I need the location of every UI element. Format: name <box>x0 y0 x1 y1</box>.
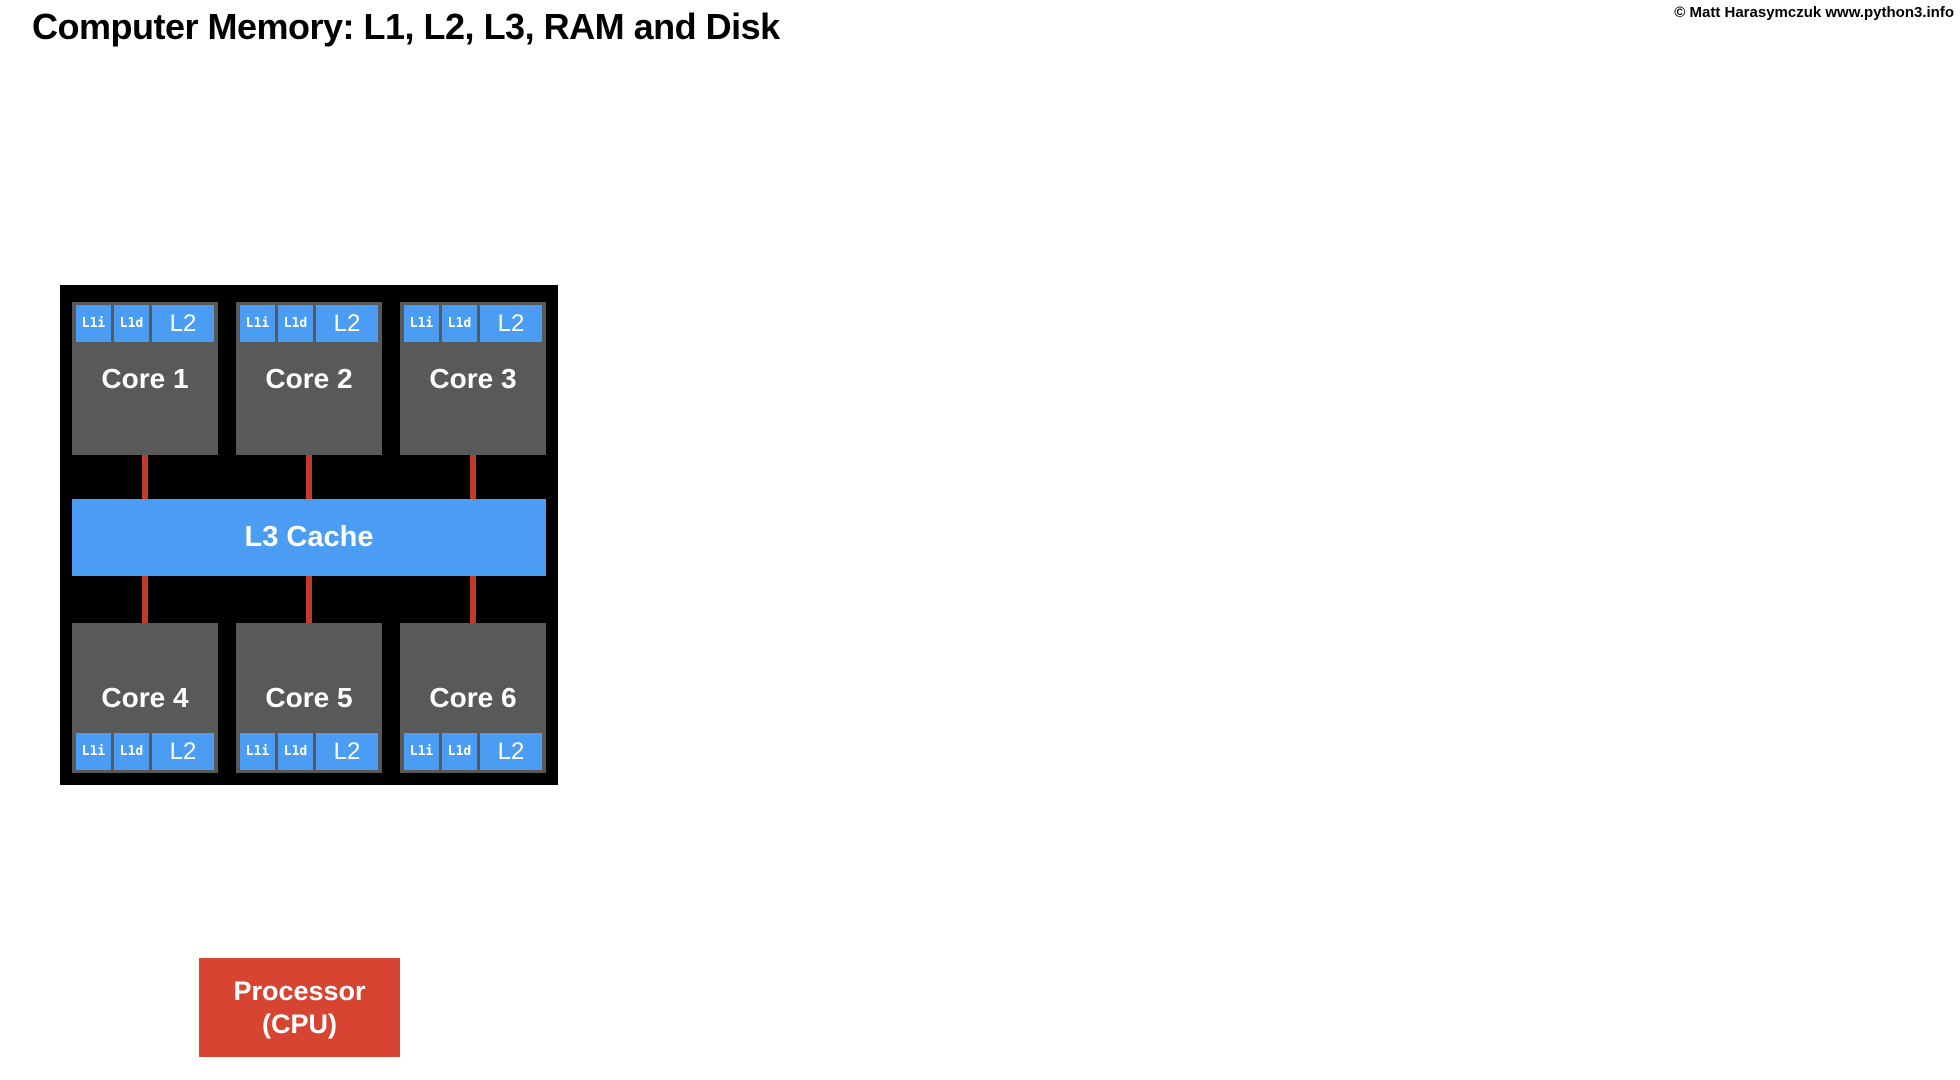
cache-row: L1i L1d L2 <box>404 305 542 342</box>
l1d-cache-box: L1d <box>114 733 149 770</box>
bus-connector-core3-l3 <box>470 447 476 503</box>
copyright-notice: © Matt Harasymczuk www.python3.info <box>1674 4 1954 21</box>
core-box-core-3: Core 3 L1i L1d L2 <box>400 302 546 455</box>
l2-cache-box: L2 <box>316 305 378 342</box>
l2-cache-box: L2 <box>480 305 542 342</box>
l1d-cache-box: L1d <box>442 733 477 770</box>
page-title: Computer Memory: L1, L2, L3, RAM and Dis… <box>32 6 780 47</box>
core-label: Core 3 <box>429 362 517 394</box>
core-box-core-2: Core 2 L1i L1d L2 <box>236 302 382 455</box>
bus-connector-core6-l3 <box>470 570 476 627</box>
processor-cpu-box: Processor (CPU) <box>199 958 400 1057</box>
l1d-cache-box: L1d <box>278 733 313 770</box>
cache-row: L1i L1d L2 <box>76 733 214 770</box>
cpu-package-diagram: Core 1 L1i L1d L2 Core 2 L1i L1d L2 Core… <box>60 285 558 785</box>
bus-connector-core1-l3 <box>142 447 148 503</box>
l3-cache-box: L3 Cache <box>72 499 546 576</box>
bus-connector-core2-l3 <box>306 447 312 503</box>
l3-cache-label: L3 Cache <box>244 521 374 553</box>
l1i-cache-box: L1i <box>404 733 439 770</box>
l2-cache-box: L2 <box>152 733 214 770</box>
l1d-cache-box: L1d <box>114 305 149 342</box>
core-box-core-5: Core 5 L1i L1d L2 <box>236 623 382 773</box>
l1d-cache-box: L1d <box>442 305 477 342</box>
core-row-bottom: Core 4 L1i L1d L2 Core 5 L1i L1d L2 Core… <box>72 623 546 773</box>
core-label: Core 1 <box>101 362 189 394</box>
core-box-core-4: Core 4 L1i L1d L2 <box>72 623 218 773</box>
l1i-cache-box: L1i <box>240 305 275 342</box>
l1i-cache-box: L1i <box>404 305 439 342</box>
cache-row: L1i L1d L2 <box>240 733 378 770</box>
bus-connector-core4-l3 <box>142 570 148 627</box>
processor-label-line2: (CPU) <box>262 1008 337 1039</box>
l2-cache-box: L2 <box>316 733 378 770</box>
cache-row: L1i L1d L2 <box>404 733 542 770</box>
core-label: Core 2 <box>265 362 353 394</box>
l2-cache-box: L2 <box>480 733 542 770</box>
l2-cache-box: L2 <box>152 305 214 342</box>
l1i-cache-box: L1i <box>76 733 111 770</box>
cache-row: L1i L1d L2 <box>240 305 378 342</box>
l1d-cache-box: L1d <box>278 305 313 342</box>
core-label: Core 6 <box>429 682 517 713</box>
bus-connector-core5-l3 <box>306 570 312 627</box>
l1i-cache-box: L1i <box>76 305 111 342</box>
core-label: Core 4 <box>101 682 189 713</box>
processor-label-line1: Processor <box>233 975 366 1006</box>
core-label: Core 5 <box>265 682 353 713</box>
core-box-core-1: Core 1 L1i L1d L2 <box>72 302 218 455</box>
cache-row: L1i L1d L2 <box>76 305 214 342</box>
core-box-core-6: Core 6 L1i L1d L2 <box>400 623 546 773</box>
l1i-cache-box: L1i <box>240 733 275 770</box>
core-row-top: Core 1 L1i L1d L2 Core 2 L1i L1d L2 Core… <box>72 302 546 455</box>
